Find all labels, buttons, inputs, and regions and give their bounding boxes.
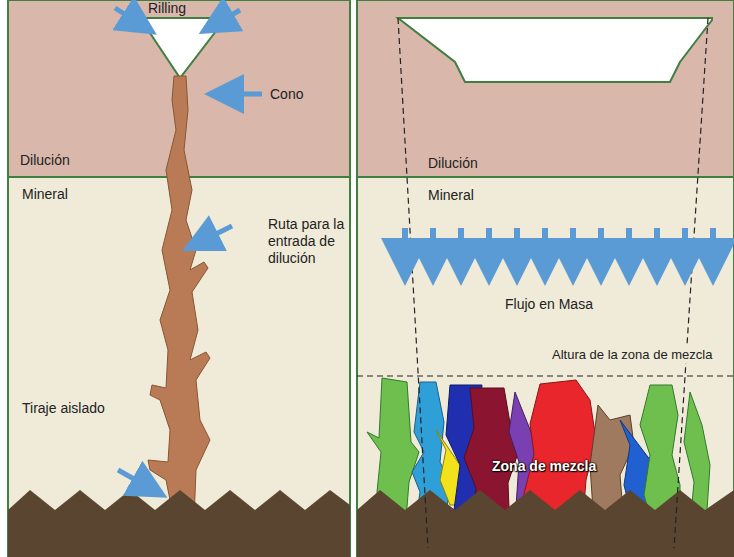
- zone-label: Zona de mezcla: [492, 458, 596, 475]
- height-label: Altura de la zona de mezcla: [550, 346, 714, 363]
- callout-label: Ruta para la entrada de dilución: [268, 216, 352, 267]
- layer-label: Mineral: [22, 186, 68, 203]
- callout-label: Tiraje aislado: [22, 400, 105, 417]
- flow-label: Flujo en Masa: [505, 296, 593, 313]
- layer-label: Dilución: [20, 152, 70, 169]
- note-label: Rilling: [148, 0, 186, 17]
- callout-label: Cono: [270, 86, 303, 103]
- layer-label: Dilución: [428, 155, 478, 172]
- layer-label: Mineral: [428, 187, 474, 204]
